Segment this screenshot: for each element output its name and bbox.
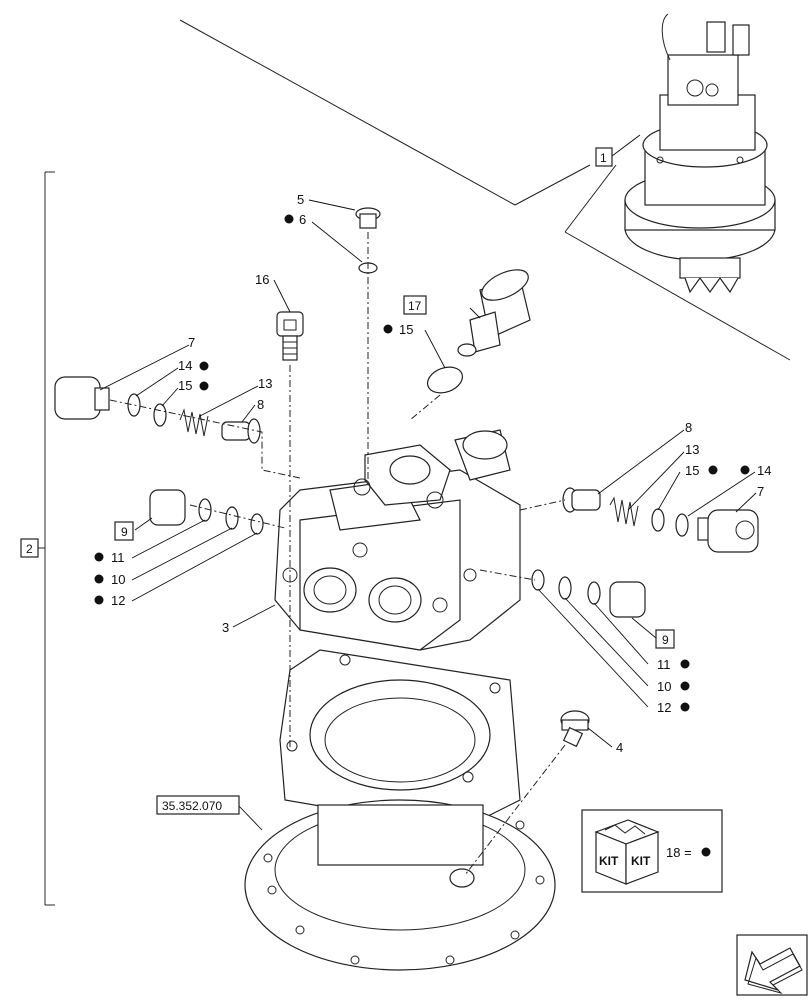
kit-marker-icon — [94, 574, 104, 584]
motor-assembly-thumbnail — [624, 13, 776, 294]
label-15-left: 15 — [178, 378, 192, 393]
label-5: 5 — [297, 192, 304, 207]
valve-block — [274, 429, 521, 651]
kit-marker-icon — [94, 552, 104, 562]
label-9-right: 9 — [662, 633, 669, 647]
label-11-right: 11 — [657, 657, 671, 672]
label-7-left: 7 — [188, 335, 195, 350]
kit-marker-icon — [383, 324, 393, 334]
kit-marker-icon — [199, 381, 209, 391]
callout-labels: 5 6 16 7 14 15 13 8 15 8 13 15 14 7 11 1… — [94, 192, 771, 755]
arrow-bottom-left-icon — [744, 947, 803, 994]
label-8-right: 8 — [685, 420, 692, 435]
kit-marker-icon — [680, 659, 690, 669]
label-16: 16 — [255, 272, 269, 287]
kit-marker-icon — [199, 361, 209, 371]
label-10-right: 10 — [657, 679, 671, 694]
spring-13-left — [179, 408, 209, 437]
group-bracket — [38, 171, 55, 906]
reference-link[interactable]: 35.352.070 — [162, 799, 222, 813]
right-plug-parts — [531, 569, 646, 618]
kit-marker-icon — [94, 595, 104, 605]
alignment-lines — [109, 232, 566, 876]
plug-5 — [355, 207, 381, 274]
kit-marker-icon — [701, 847, 711, 857]
label-13-right: 13 — [685, 442, 699, 457]
base-flange — [244, 799, 556, 971]
thumbnail-frame-lines — [179, 19, 791, 361]
label-8-left: 8 — [257, 397, 264, 412]
label-12-right: 12 — [657, 700, 671, 715]
kit-word-left: KIT — [599, 854, 619, 868]
label-17: 17 — [408, 299, 422, 313]
spring-13-right — [609, 496, 639, 527]
kit-legend: KIT KIT 18 = — [581, 809, 723, 893]
label-2: 2 — [26, 542, 33, 556]
kit-marker-icon — [680, 681, 690, 691]
label-11-left: 11 — [111, 550, 125, 565]
boxed-callouts: 1 2 17 9 9 35.352.070 — [20, 147, 675, 815]
left-check-valve-parts — [54, 376, 261, 444]
kit-marker-icon — [740, 465, 750, 475]
relief-valve-17 — [426, 269, 531, 394]
bolt-16 — [276, 311, 304, 361]
label-13-left: 13 — [258, 376, 272, 391]
label-9-left: 9 — [121, 525, 128, 539]
label-15-top: 15 — [399, 322, 413, 337]
spacer-housing — [279, 649, 521, 831]
left-plug-parts — [149, 489, 264, 535]
label-7-right: 7 — [757, 484, 764, 499]
label-10-left: 10 — [111, 572, 125, 587]
navigation-arrow-button[interactable] — [736, 934, 808, 996]
kit-box-icon: KIT KIT — [594, 819, 660, 885]
label-14-right: 14 — [757, 463, 771, 478]
kit-marker-icon — [680, 702, 690, 712]
label-1: 1 — [600, 151, 607, 165]
label-6: 6 — [299, 212, 306, 227]
kit-word-right: KIT — [631, 854, 651, 868]
leader-lines — [99, 134, 757, 831]
right-check-valve-parts — [562, 487, 759, 553]
label-12-left: 12 — [111, 593, 125, 608]
kit-marker-icon — [284, 214, 294, 224]
label-4: 4 — [616, 740, 623, 755]
bolt-4 — [560, 710, 590, 748]
kit-legend-text: 18 = — [666, 845, 692, 860]
label-15-right: 15 — [685, 463, 699, 478]
label-14-left: 14 — [178, 358, 192, 373]
label-3: 3 — [222, 620, 229, 635]
kit-marker-icon — [708, 465, 718, 475]
